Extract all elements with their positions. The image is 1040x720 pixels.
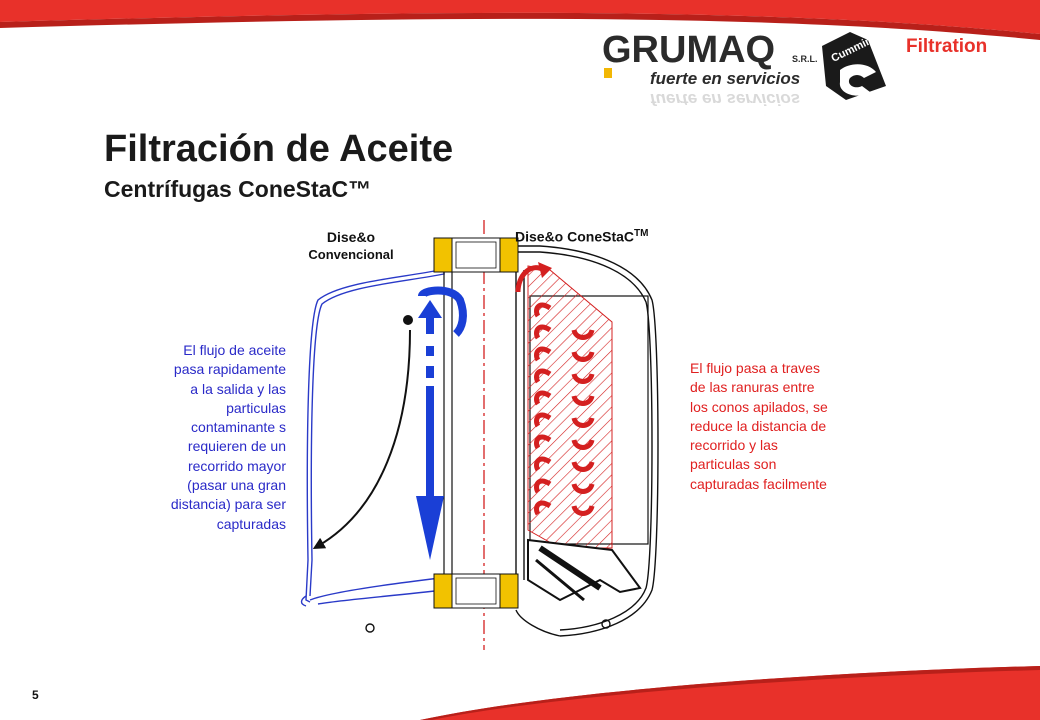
- page-title: Filtración de Aceite: [104, 128, 454, 170]
- conestac-description: El flujo pasa a traves de las ranuras en…: [690, 360, 828, 492]
- logo-slogan: fuerte en servicios: [650, 69, 800, 88]
- conestac-housing: [365, 245, 659, 637]
- label-conventional-line1: Dise&o: [326, 229, 376, 245]
- page-number: 5: [32, 688, 39, 702]
- logo-text: GRUMAQ: [602, 29, 775, 71]
- top-bearing: [433, 237, 519, 273]
- label-conestac-design: Dise&o ConeStaCTM: [515, 228, 648, 245]
- footer-band: [420, 666, 1040, 720]
- label-conventional-line2: Convencional: [308, 247, 394, 262]
- logo-slogan-reflection: fuerte en servicios: [650, 90, 800, 106]
- cone-base: [527, 538, 642, 602]
- bottom-bearing: [433, 573, 519, 609]
- logo-srl: S.R.L.: [792, 54, 818, 64]
- brand-text: Filtration: [906, 36, 987, 57]
- header-band: [0, 0, 1040, 41]
- particle-dot: [403, 315, 413, 325]
- conventional-description: El flujo de aceite pasa rapidamente a la…: [170, 342, 286, 532]
- label-conestac-text: Dise&o ConeStaC: [515, 228, 635, 245]
- cummins-emblem: Cummins: [822, 32, 886, 100]
- centrifuge-diagram: [300, 220, 659, 650]
- conventional-housing: [300, 242, 445, 607]
- inner-tube-left: [443, 270, 453, 580]
- logo-accent: [604, 68, 612, 78]
- company-logo: GRUMAQ S.R.L. fuerte en servicios fuerte…: [600, 26, 1020, 109]
- conestac-flow-arrows: [515, 262, 595, 516]
- particle-path: [312, 329, 411, 550]
- page-subtitle: Centrífugas ConeStaC™: [104, 176, 372, 202]
- label-conestac-tm: TM: [634, 228, 649, 239]
- conventional-flow-arrows: [416, 286, 467, 560]
- label-conventional-design: Dise&o Convencional: [296, 228, 406, 264]
